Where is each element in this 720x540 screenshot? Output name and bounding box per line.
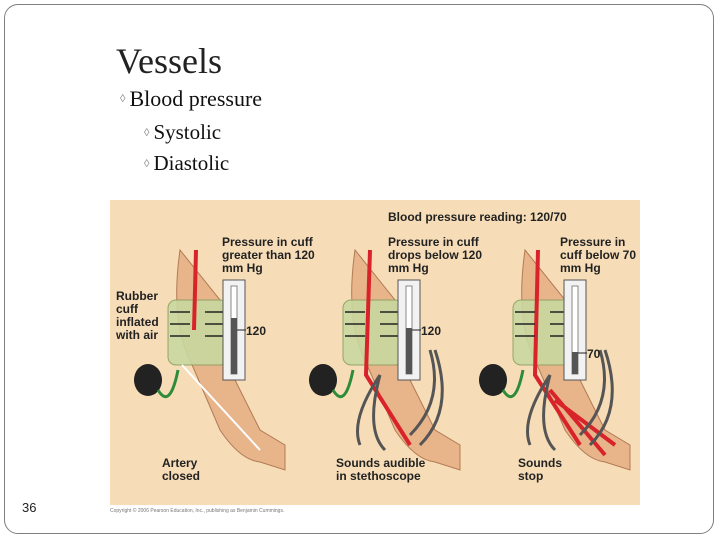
- bullet-text: Blood pressure: [129, 86, 263, 111]
- bullet-text: Diastolic: [153, 151, 230, 175]
- panel-1-illustration: [134, 248, 286, 471]
- bullet-systolic: ◊ Systolic: [144, 120, 221, 145]
- panel-3-gauge-value: 70: [587, 347, 601, 361]
- slide-title: Vessels: [116, 41, 222, 81]
- panel-1-bottom-label: Artery closed: [162, 456, 201, 483]
- diamond-bullet-icon: ◊: [144, 126, 150, 139]
- panel-3-illustration: [479, 248, 631, 471]
- blood-pressure-figure: Blood pressure reading: 120/70 Pressure …: [110, 200, 640, 505]
- reading-label: Blood pressure reading: 120/70: [388, 210, 567, 224]
- panel-2-pressure-label: Pressure in cuff drops below 120 mm Hg: [388, 235, 483, 275]
- figure-copyright: Copyright © 2006 Pearson Education, Inc.…: [110, 508, 285, 514]
- diamond-bullet-icon: ◊: [144, 157, 150, 170]
- page-number: 36: [22, 500, 37, 515]
- panel-2-bottom-label: Sounds audible in stethoscope: [336, 456, 426, 483]
- figure-illustration: [134, 248, 631, 471]
- panel-1-pressure-label: Pressure in cuff greater than 120 mm Hg: [222, 235, 315, 275]
- panel-2-gauge-value: 120: [421, 324, 442, 338]
- panel-2-illustration: [309, 248, 461, 471]
- panel-1-gauge-value: 120: [246, 324, 267, 338]
- cuff-label: Rubber cuff inflated with air: [116, 289, 159, 342]
- bullet-blood-pressure: ◊ Blood pressure: [120, 86, 262, 112]
- panel-3-pressure-label: Pressure in cuff below 70 mm Hg: [560, 235, 637, 275]
- bullet-text: Systolic: [153, 120, 222, 144]
- diamond-bullet-icon: ◊: [120, 93, 126, 105]
- bullet-diastolic: ◊ Diastolic: [144, 151, 229, 176]
- panel-3-bottom-label: Sounds stop: [518, 456, 562, 483]
- slide-frame: [4, 4, 714, 534]
